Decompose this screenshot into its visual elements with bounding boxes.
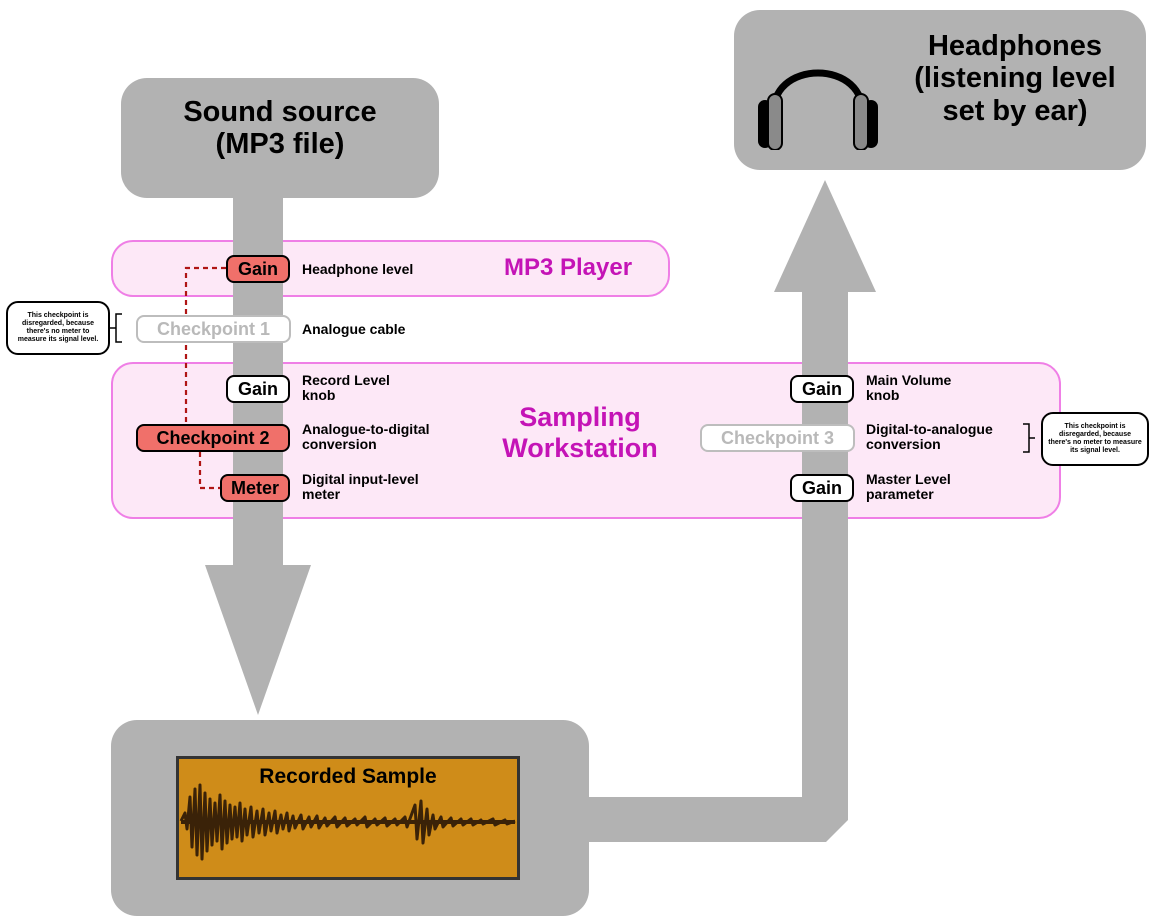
disregarded-note-right: This checkpoint is disregarded, because … xyxy=(1041,412,1149,466)
master-level-label: Master Level parameter xyxy=(866,471,951,503)
gain-record-pill: Gain xyxy=(226,375,290,403)
disregarded-note-left: This checkpoint is disregarded, because … xyxy=(6,301,110,355)
checkpoint-3-pill: Checkpoint 3 xyxy=(700,424,855,452)
analogue-cable-label: Analogue cable xyxy=(302,321,406,337)
main-volume-label: Main Volume knob xyxy=(866,372,952,404)
sound-source-box xyxy=(121,78,439,198)
mp3-player-title: MP3 Player xyxy=(503,254,633,281)
meter-pill: Meter xyxy=(220,474,290,502)
headphone-level-label: Headphone level xyxy=(302,261,414,277)
dac-label: Digital-to-analogue conversion xyxy=(866,421,993,453)
down-arrowhead xyxy=(205,565,311,715)
headphones-box xyxy=(734,10,1146,170)
waveform-icon xyxy=(179,783,516,861)
checkpoint-1-pill: Checkpoint 1 xyxy=(136,315,291,343)
input-meter-label: Digital input-level meter xyxy=(302,471,419,503)
checkpoint-2-pill: Checkpoint 2 xyxy=(136,424,290,452)
headphones-icon xyxy=(758,69,878,150)
gain-main-pill: Gain xyxy=(790,375,854,403)
sound-source-title: Sound source (MP3 file) xyxy=(183,96,377,161)
adc-label: Analogue-to-digital conversion xyxy=(302,421,430,453)
signal-path-return xyxy=(560,290,848,842)
recorded-sample-panel: Recorded Sample xyxy=(176,756,520,880)
up-arrowhead xyxy=(774,180,876,292)
headphones-title: Headphones (listening level set by ear) xyxy=(914,30,1116,127)
sampling-workstation-title: Sampling Workstation xyxy=(502,402,658,464)
gain-master-pill: Gain xyxy=(790,474,854,502)
record-level-label: Record Level knob xyxy=(302,372,390,404)
gain-headphone-pill: Gain xyxy=(226,255,290,283)
recorded-sample-title: Recorded Sample xyxy=(259,765,437,788)
